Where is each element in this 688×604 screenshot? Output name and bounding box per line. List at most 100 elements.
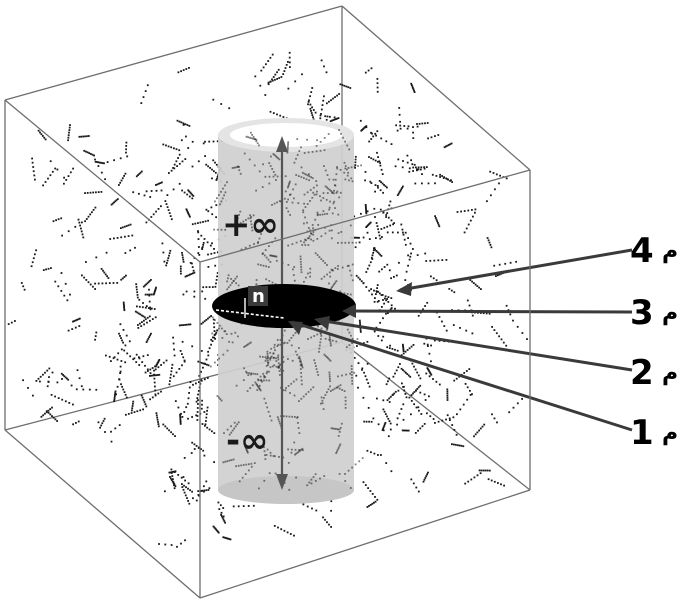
particle (118, 424, 121, 426)
particle (165, 203, 168, 205)
particle (207, 165, 209, 168)
particle (155, 286, 157, 289)
particle (417, 429, 419, 432)
particle (155, 412, 158, 415)
particle (375, 237, 377, 239)
particle (395, 274, 398, 277)
particle (463, 231, 466, 234)
particle (371, 493, 374, 495)
particle (287, 358, 289, 360)
particle (277, 356, 279, 359)
label-2-unit: م (662, 361, 678, 386)
particle (318, 344, 321, 347)
particle (468, 304, 471, 307)
particle (81, 233, 84, 236)
particle (427, 369, 430, 372)
particle (155, 210, 157, 213)
particle (335, 340, 338, 343)
particle (300, 383, 303, 386)
particle (402, 418, 405, 421)
particle (414, 368, 417, 371)
particle (197, 490, 200, 492)
particle (129, 355, 132, 358)
particle (363, 342, 365, 345)
particle (377, 290, 380, 293)
minus-infinity-label: -∞ (226, 421, 268, 461)
particle (412, 88, 415, 91)
particle (495, 173, 498, 176)
particle (61, 378, 63, 380)
particle (162, 361, 165, 364)
particle (334, 184, 336, 187)
particle (265, 63, 267, 66)
particle (334, 207, 336, 209)
particle (114, 392, 117, 394)
particle (231, 282, 233, 284)
particle (329, 359, 332, 362)
particle (56, 168, 59, 171)
particle (436, 220, 439, 223)
particle (124, 361, 127, 364)
particle (343, 292, 346, 295)
particle (191, 223, 194, 226)
particle (289, 180, 291, 183)
particle (310, 336, 312, 339)
particle (377, 160, 379, 163)
particle (78, 135, 81, 138)
particle (364, 204, 367, 206)
particle (269, 165, 272, 167)
particle (438, 225, 441, 228)
particle (465, 370, 468, 372)
particle (327, 388, 330, 391)
particle (166, 427, 169, 430)
particle (267, 361, 270, 364)
particle (386, 186, 388, 189)
particle (244, 345, 247, 347)
particle (393, 276, 395, 278)
particle (375, 222, 378, 224)
particle (146, 321, 148, 324)
particle (426, 367, 429, 369)
particle (201, 246, 204, 248)
particle (257, 241, 259, 243)
particle (314, 480, 317, 482)
particle (197, 238, 200, 240)
particle (459, 408, 462, 411)
particle (467, 223, 470, 226)
particle (111, 202, 114, 205)
particle (168, 212, 171, 214)
particle (264, 94, 267, 96)
particle (329, 120, 332, 122)
particle (369, 490, 372, 492)
particle (332, 97, 334, 100)
particle (312, 386, 315, 389)
particle (365, 212, 368, 215)
particle (275, 259, 278, 262)
particle (238, 166, 240, 168)
particle (368, 505, 370, 507)
particle (125, 413, 127, 416)
particle (283, 70, 286, 72)
particle (152, 213, 155, 216)
particle (466, 398, 469, 401)
particle (445, 329, 448, 332)
particle (177, 474, 180, 476)
particle (124, 252, 127, 254)
particle (328, 373, 331, 376)
particle (387, 216, 390, 219)
particle (89, 283, 92, 286)
particle (178, 368, 181, 370)
particle (110, 430, 112, 433)
particle (298, 432, 301, 434)
particle (125, 334, 128, 337)
particle (383, 423, 386, 426)
particle (307, 101, 310, 103)
particle (323, 353, 326, 356)
particle (329, 338, 331, 341)
particle (321, 213, 324, 216)
particle (155, 364, 158, 367)
particle (44, 412, 46, 415)
particle (222, 518, 225, 521)
particle (365, 420, 368, 423)
particle (410, 413, 412, 416)
